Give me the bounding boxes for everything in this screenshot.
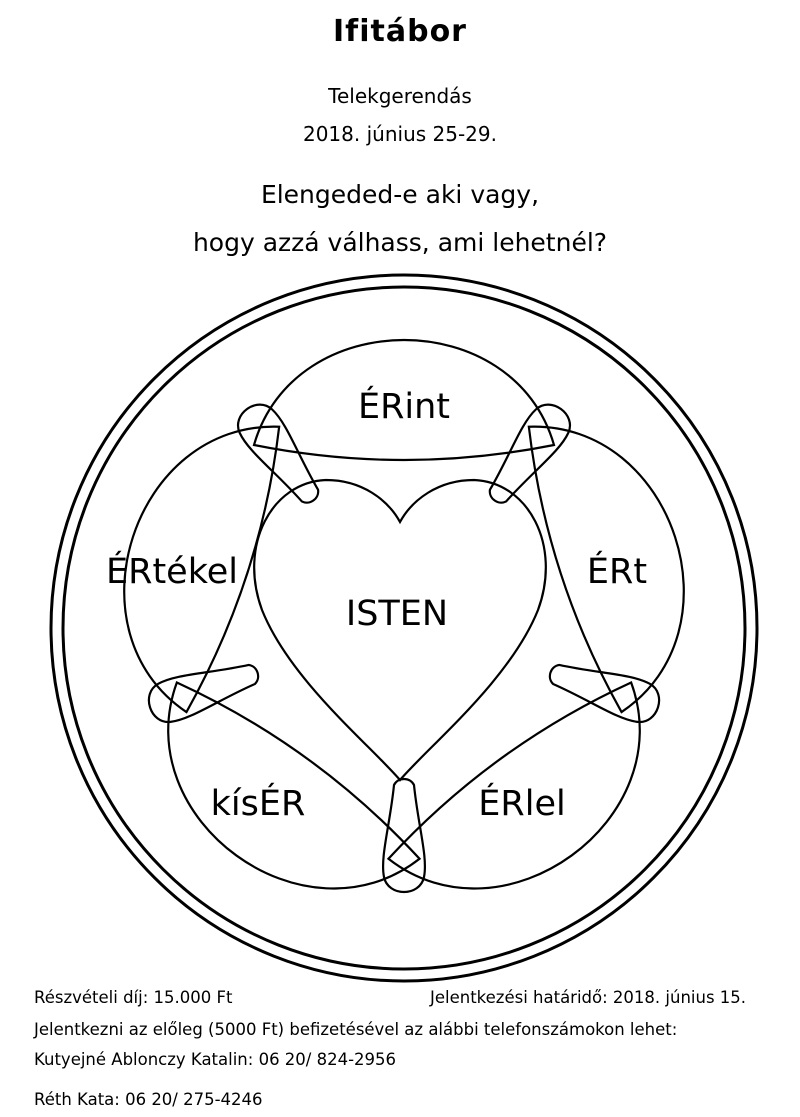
contact-reth: Réth Kata: 06 20/ 275-4246 (34, 1090, 263, 1109)
inner-ring (61, 285, 747, 971)
sepal-1 (488, 403, 572, 504)
outer-ring (49, 273, 759, 983)
sepal-2 (548, 663, 661, 723)
motto-line-1: Elengeded-e aki vagy, (260, 180, 540, 209)
registration-instructions: Jelentkezni az előleg (5000 Ft) befizeté… (34, 1020, 678, 1039)
petal-left (123, 425, 281, 714)
center-word: ISTEN (346, 594, 448, 634)
sepal-5 (236, 403, 320, 504)
motto-line-2: hogy azzá válhass, ami lehetnél? (192, 228, 608, 257)
petal-right (527, 425, 685, 714)
petal-word-bottom-left: kísÉR (211, 782, 306, 824)
page-title: Ifitábor (333, 14, 467, 49)
petal-word-left: ÉRtékel (106, 550, 238, 592)
heart-outline (253, 478, 547, 782)
petal-word-top: ÉRint (358, 385, 450, 427)
sepal-4 (147, 663, 260, 723)
date-text: 2018. június 25-29. (302, 122, 497, 146)
sepal-3 (382, 777, 426, 893)
contact-kutyejne: Kutyejné Ablonczy Katalin: 06 20/ 824-29… (34, 1050, 397, 1069)
rose-petals (123, 339, 685, 893)
location-text: Telekgerendás (328, 84, 472, 108)
petal-word-right: ÉRt (587, 550, 647, 592)
deadline-text: Jelentkezési határidő: 2018. június 15. (430, 988, 747, 1007)
petal-bottom-right (386, 680, 641, 890)
petal-top (252, 339, 556, 462)
petal-word-bottom-right: ÉRlel (478, 782, 565, 824)
petal-bottom-left (167, 680, 422, 890)
fee-text: Részvételi díj: 15.000 Ft (34, 988, 233, 1007)
